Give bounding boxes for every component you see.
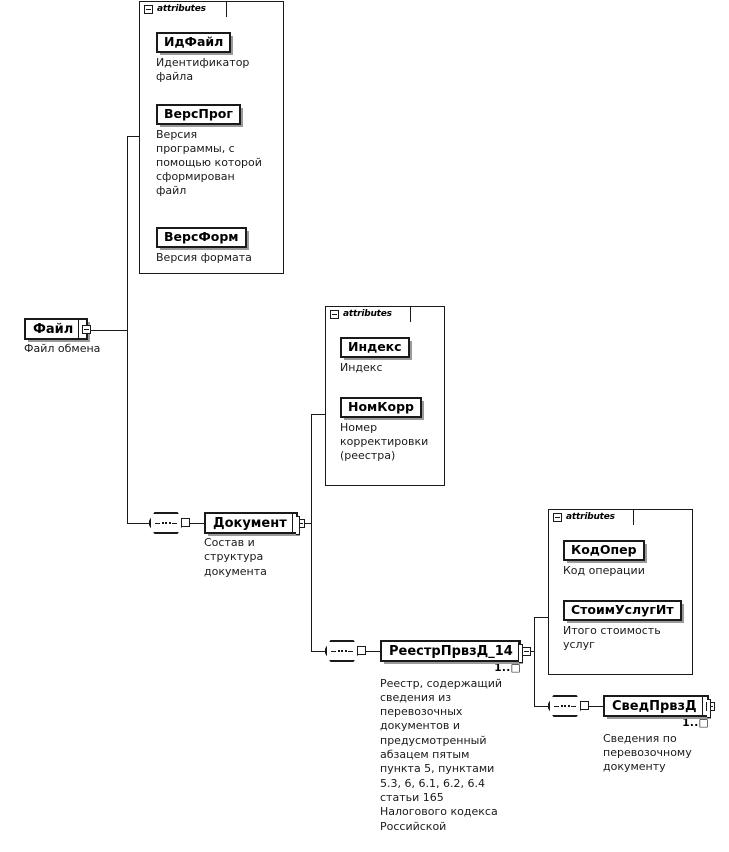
collapse-icon[interactable] bbox=[330, 310, 339, 319]
connector-document-trunk bbox=[311, 414, 312, 652]
sequence-dots bbox=[155, 522, 177, 524]
attribute-name[interactable]: НомКорр bbox=[340, 397, 422, 418]
node-card-edge bbox=[707, 699, 711, 718]
connector-sequence-to-document bbox=[190, 523, 204, 524]
connector-sequence-to-registry bbox=[366, 651, 380, 652]
attribute-name[interactable]: Индекс bbox=[340, 337, 410, 358]
collapse-icon[interactable] bbox=[521, 646, 531, 656]
node-registry-description: Реестр, содержащий сведения из перевозоч… bbox=[380, 676, 503, 833]
connector-file-to-attributes bbox=[127, 136, 139, 137]
node-file-toggle[interactable] bbox=[78, 320, 94, 338]
sequence-compositor-registry[interactable] bbox=[548, 695, 589, 720]
node-file-box[interactable]: Файл bbox=[24, 318, 92, 340]
sequence-compositor-document[interactable] bbox=[325, 640, 366, 665]
connector-document-stub bbox=[298, 523, 312, 524]
attributes-tab-label: attributes bbox=[566, 512, 615, 522]
node-info-label: СведПрвзД bbox=[612, 698, 697, 714]
attribute-item: ВерсФорм Версия формата bbox=[156, 226, 281, 265]
attribute-description: Версия формата bbox=[156, 251, 252, 264]
attribute-item: НомКорр Номер корректировки (реестра) bbox=[340, 396, 445, 463]
attribute-description: Код операции bbox=[563, 564, 645, 577]
attribute-description: Номер корректировки (реестра) bbox=[340, 421, 429, 463]
attribute-description: Индекс bbox=[340, 361, 383, 374]
node-file: Файл Файл обмена bbox=[24, 318, 144, 356]
node-registry: РеестрПрвзД_14 1..□ Реестр, содержащий с… bbox=[380, 640, 531, 834]
sequence-compositor-file[interactable] bbox=[149, 512, 190, 537]
attribute-description: Итого стоимость услуг bbox=[563, 624, 661, 652]
node-card-edge bbox=[296, 516, 300, 535]
attribute-name[interactable]: СтоимУслугИт bbox=[563, 600, 682, 621]
node-document-box[interactable]: Документ bbox=[204, 512, 305, 535]
connector-document-to-registry-sequence bbox=[311, 651, 325, 652]
node-info-occurs: 1..□ bbox=[682, 717, 709, 729]
attribute-item: ВерсПрог Версия программы, с помощью кот… bbox=[156, 103, 278, 198]
node-registry-box[interactable]: РеестрПрвзД_14 bbox=[380, 640, 531, 663]
attributes-panel-document: attributes Индекс Индекс НомКорр Номер к… bbox=[325, 306, 445, 486]
node-info-description: Сведения по перевозочному документу bbox=[603, 731, 692, 774]
node-document-description: Состав и структура документа bbox=[204, 536, 267, 578]
connector-file-trunk bbox=[127, 136, 128, 524]
connector-registry-to-attributes bbox=[534, 617, 548, 618]
connector-registry-to-info-sequence bbox=[534, 706, 548, 707]
connector-file-to-sequence bbox=[127, 523, 149, 524]
attribute-item: СтоимУслугИт Итого стоимость услуг bbox=[563, 599, 691, 652]
attributes-panel-registry: attributes КодОпер Код операции СтоимУсл… bbox=[548, 509, 693, 675]
attribute-description: Идентификатор файла bbox=[156, 56, 250, 84]
node-registry-label: РеестрПрвзД_14 bbox=[389, 643, 513, 659]
node-file-label: Файл bbox=[33, 321, 74, 337]
sequence-dots bbox=[331, 650, 353, 652]
node-document-label: Документ bbox=[213, 515, 287, 531]
attributes-tab-registry[interactable]: attributes bbox=[548, 509, 634, 526]
collapse-icon[interactable] bbox=[553, 513, 562, 522]
node-document: Документ Состав и структура документа bbox=[204, 512, 305, 579]
node-registry-occurs: 1..□ bbox=[494, 662, 521, 674]
node-info-box[interactable]: СведПрвзД bbox=[603, 695, 715, 718]
attribute-name[interactable]: ВерсФорм bbox=[156, 227, 247, 248]
connector-document-to-attributes bbox=[311, 414, 325, 415]
node-file-description: Файл обмена bbox=[24, 342, 101, 355]
attribute-name[interactable]: КодОпер bbox=[563, 540, 645, 561]
attributes-tab-file[interactable]: attributes bbox=[139, 1, 227, 18]
sequence-connector-stub bbox=[181, 518, 190, 527]
connector-sequence-to-info bbox=[589, 706, 603, 707]
attribute-item: КодОпер Код операции bbox=[563, 539, 688, 578]
attributes-tab-document[interactable]: attributes bbox=[325, 306, 411, 323]
sequence-connector-stub bbox=[580, 701, 589, 710]
collapse-icon[interactable] bbox=[82, 324, 92, 334]
attributes-panel-file: attributes ИдФайл Идентификатор файла Ве… bbox=[139, 1, 284, 274]
node-info: СведПрвзД 1..□ Сведения по перевозочному… bbox=[603, 695, 718, 774]
attribute-item: Индекс Индекс bbox=[340, 336, 440, 375]
connector-registry-trunk bbox=[534, 617, 535, 706]
attribute-name[interactable]: ВерсПрог bbox=[156, 104, 241, 125]
attributes-tab-label: attributes bbox=[157, 4, 206, 14]
connector-file-stub bbox=[88, 330, 128, 331]
sequence-connector-stub bbox=[357, 646, 366, 655]
attribute-item: ИдФайл Идентификатор файла bbox=[156, 31, 276, 84]
attribute-description: Версия программы, с помощью которой сфор… bbox=[156, 128, 262, 198]
attribute-name[interactable]: ИдФайл bbox=[156, 32, 232, 53]
collapse-icon[interactable] bbox=[144, 5, 153, 14]
sequence-dots bbox=[554, 705, 576, 707]
node-card-edge bbox=[519, 644, 523, 663]
attributes-tab-label: attributes bbox=[343, 309, 392, 319]
